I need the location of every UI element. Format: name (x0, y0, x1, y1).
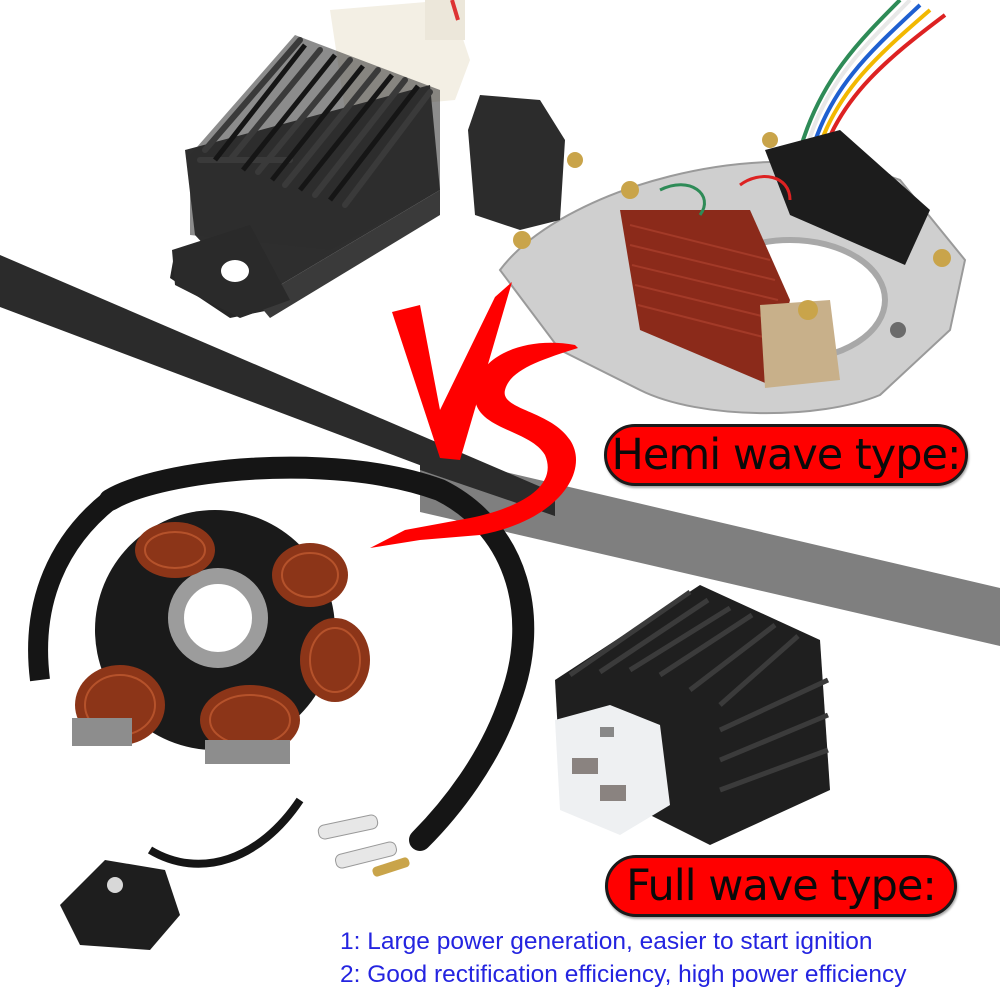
full-wave-label-text: Full wave type: (626, 861, 937, 911)
full-wave-label: Full wave type: (605, 855, 957, 917)
grey-band (420, 452, 1000, 646)
hemi-wave-label: Hemi wave type: (604, 424, 968, 486)
hemi-wave-label-text: Hemi wave type: (611, 430, 962, 480)
feature-line-2: 2: Good rectification efficiency, high p… (340, 961, 907, 988)
dark-band (0, 255, 555, 516)
feature-line-1: 1: Large power generation, easier to sta… (340, 928, 873, 955)
